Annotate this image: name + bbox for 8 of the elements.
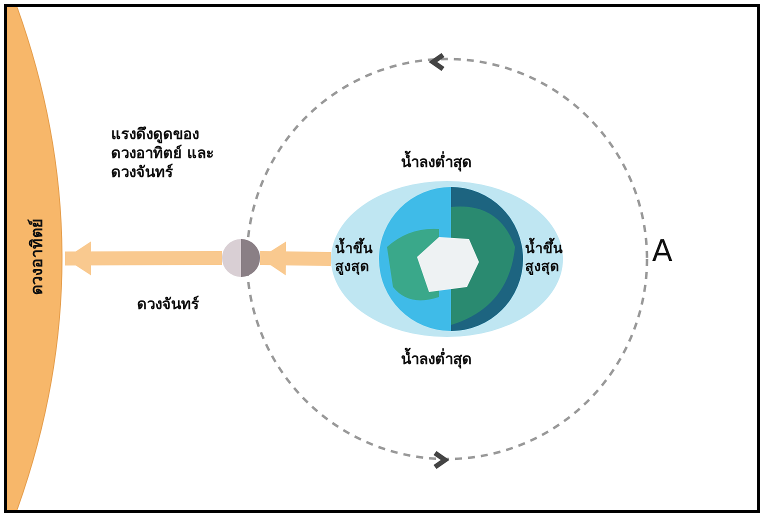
arrow [260,241,332,276]
arrow [64,241,222,276]
tide-label: น้ำลงต่ำสุด [401,153,472,172]
point-label: A [652,233,673,270]
sun-label: ดวงอาทิตย์ [27,218,47,297]
force-caption: แรงดึงดูดของ ดวงอาทิตย์ และดวงจันทร์ [111,125,216,182]
tide-label: น้ำลงต่ำสุด [401,350,472,369]
moon-label: ดวงจันทร์ [137,295,199,314]
